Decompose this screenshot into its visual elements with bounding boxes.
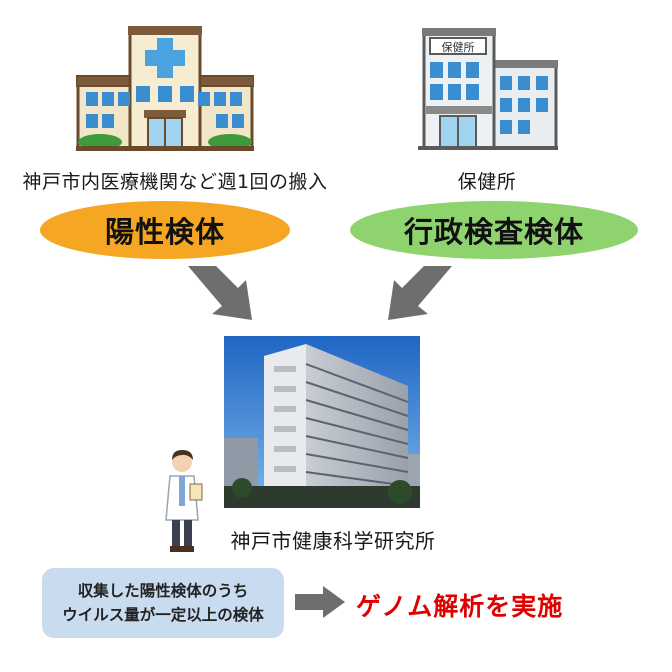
left-category-oval: 陽性検体: [40, 201, 290, 259]
criteria-box: 収集した陽性検体のうち ウイルス量が一定以上の検体: [42, 568, 284, 638]
right-source-caption: 保健所: [457, 171, 517, 193]
right-arrow-icon: [388, 266, 452, 320]
left-arrow-icon: [188, 266, 252, 320]
criteria-line-2: ウイルス量が一定以上の検体: [62, 606, 264, 624]
criteria-line-1: 収集した陽性検体のうち: [77, 581, 249, 600]
health-center-sign: 保健所: [442, 40, 475, 54]
right-arrow-icon: [295, 586, 345, 618]
right-category-oval: 行政検査検体: [350, 201, 638, 259]
institute-caption: 神戸市健康科学研究所: [230, 529, 436, 553]
hospital-icon: [76, 26, 254, 151]
left-source-caption: 神戸市内医療機関など週1回の搬入: [22, 171, 328, 193]
researcher-icon: [165, 450, 203, 552]
institute-building-image: [224, 336, 420, 508]
genome-analysis-label: ゲノム解析を実施: [356, 592, 564, 621]
health-center-icon: 保健所: [418, 28, 558, 150]
